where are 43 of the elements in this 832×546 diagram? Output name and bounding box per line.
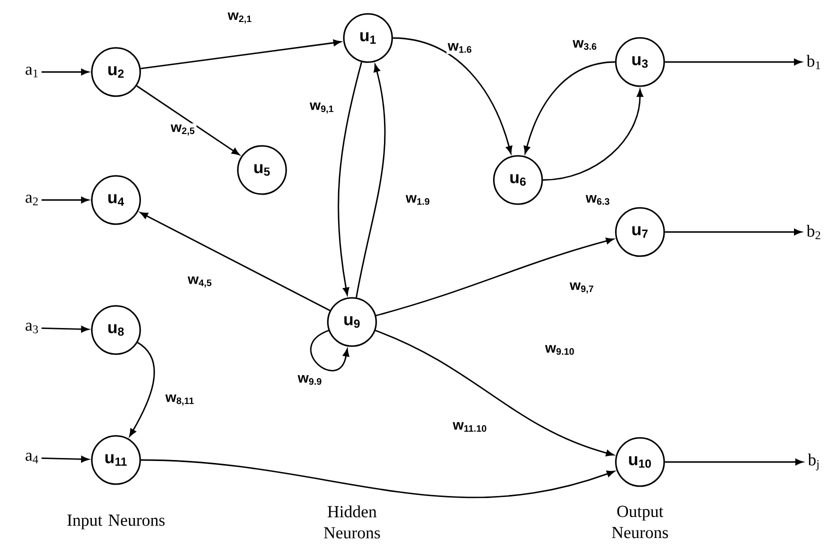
- signal-label: b$_{2}$: [806, 224, 820, 240]
- arrow: [42, 68, 89, 76]
- arrow: [664, 228, 802, 236]
- arrow: [136, 85, 240, 156]
- edge-label: w$_{2,5}$: [170, 123, 196, 137]
- edge-label: w$_{4,5}$: [186, 275, 214, 289]
- edge-label: w$_{9,1}$: [308, 101, 336, 115]
- arrow: [129, 342, 155, 437]
- edge-label: w$_{9.9}$: [296, 374, 324, 386]
- arrow: [664, 58, 802, 66]
- layer-label: Hidden Neurons: [324, 506, 380, 538]
- arrow: [42, 456, 89, 462]
- edge-label: w$_{9,7}$: [568, 281, 596, 295]
- edge-label: w$_{1.6}$: [446, 42, 474, 54]
- layer-label: Output Neurons: [612, 506, 668, 538]
- edge-label: w$_{6.3}$: [584, 194, 612, 206]
- arrow: [140, 40, 342, 70]
- signal-label: a$_{3}$: [26, 322, 38, 334]
- arrow: [524, 61, 616, 154]
- arrow: [338, 62, 362, 296]
- edge-label: w$_{3.6}$: [572, 39, 598, 51]
- arrow: [542, 89, 644, 181]
- arrow: [42, 196, 89, 204]
- arrow: [392, 37, 512, 154]
- arrow: [140, 459, 615, 498]
- edge-label: w$_{2,1}$: [226, 11, 254, 25]
- edge-label: w$_{1.9}$: [404, 194, 432, 206]
- arrow: [140, 212, 330, 312]
- arrow: [375, 330, 614, 456]
- edge-label: w$_{11.10}$: [452, 421, 488, 433]
- signal-label: a$_{2}$: [26, 194, 38, 206]
- edge-label: w$_{8,11}$: [164, 393, 196, 407]
- layer-label: Input Neurons: [67, 514, 165, 530]
- arrow: [310, 330, 350, 372]
- arrow: [42, 326, 89, 332]
- arrow: [376, 238, 614, 316]
- signal-label: a$_{4}$: [26, 452, 38, 464]
- edge-label: w$_{9.10}$: [544, 344, 576, 356]
- signal-label: b$_{1}$: [806, 54, 820, 70]
- signal-label: a$_{1}$: [26, 66, 38, 78]
- signal-label: b$_{j}$: [808, 454, 819, 470]
- arrow: [664, 458, 804, 466]
- arrow: [356, 64, 386, 298]
